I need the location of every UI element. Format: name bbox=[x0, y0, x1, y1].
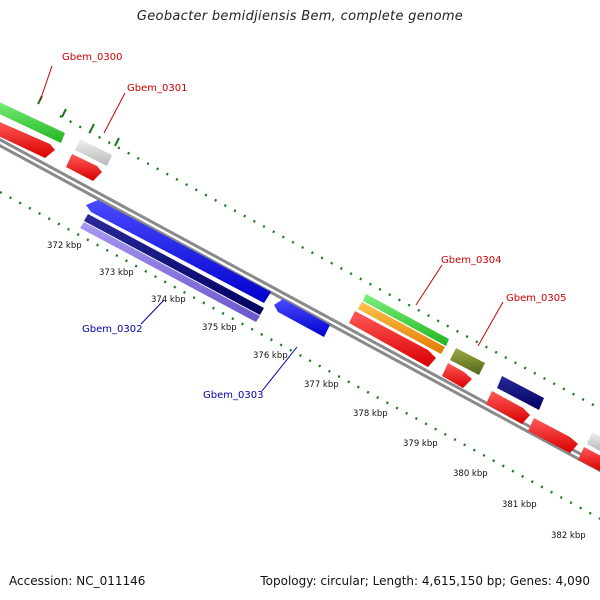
scale-label-382: 382 kbp bbox=[551, 531, 586, 541]
gene-label-gbem-0305[interactable]: Gbem_0305 bbox=[506, 293, 566, 304]
gene-gray-forward[interactable] bbox=[587, 432, 600, 451]
gene-label-gbem-0301[interactable]: Gbem_0301 bbox=[127, 83, 187, 94]
gene-red-forward-b[interactable] bbox=[528, 418, 578, 453]
gene-gbem-0302-blue[interactable] bbox=[86, 200, 271, 303]
gene-label-gbem-0300[interactable]: Gbem_0300 bbox=[62, 52, 122, 63]
gene-gbem-0302-lilac[interactable] bbox=[80, 222, 260, 322]
scale-label-380: 380 kbp bbox=[453, 469, 488, 479]
genome-backbone bbox=[0, 138, 600, 473]
gene-gbem-0302-navy[interactable] bbox=[84, 214, 264, 315]
gene-red-forward-a[interactable] bbox=[486, 391, 530, 424]
gene-label-gbem-0302[interactable]: Gbem_0302 bbox=[82, 324, 142, 335]
scale-label-377: 377 kbp bbox=[304, 380, 339, 390]
forward-genes bbox=[0, 100, 600, 471]
gene-red-forward-c[interactable] bbox=[578, 447, 600, 471]
reverse-tick-track bbox=[0, 190, 600, 520]
gene-gbem-0300-red[interactable] bbox=[0, 120, 55, 158]
scale-label-375: 375 kbp bbox=[202, 323, 237, 333]
scale-label-376: 376 kbp bbox=[253, 351, 288, 361]
scale-label-372: 372 kbp bbox=[47, 241, 82, 251]
gene-gbem-0303-blue[interactable] bbox=[274, 299, 330, 337]
gene-gbem-0305-red[interactable] bbox=[442, 363, 472, 388]
gene-gbem-0301-red[interactable] bbox=[66, 154, 102, 181]
gene-label-gbem-0304[interactable]: Gbem_0304 bbox=[441, 255, 501, 266]
gene-gbem-0300-green[interactable] bbox=[0, 100, 65, 143]
map-title: Geobacter bemidjiensis Bem, complete gen… bbox=[136, 9, 464, 24]
scale-label-378: 378 kbp bbox=[353, 409, 388, 419]
gene-gbem-0304-green[interactable] bbox=[363, 294, 449, 346]
gene-gbem-0304-orange[interactable] bbox=[358, 302, 445, 354]
accession-text: Accession: NC_011146 bbox=[9, 574, 146, 588]
gene-gbem-0301-gray[interactable] bbox=[75, 139, 112, 166]
gene-label-gbem-0303[interactable]: Gbem_0303 bbox=[203, 390, 263, 401]
reverse-genes bbox=[80, 200, 330, 337]
gene-gbem-0304-red[interactable] bbox=[349, 311, 436, 367]
genome-summary-text: Topology: circular; Length: 4,615,150 bp… bbox=[260, 574, 590, 588]
gene-navy-forward[interactable] bbox=[497, 376, 544, 410]
scale-label-381: 381 kbp bbox=[502, 500, 537, 510]
scale-label-374: 374 kbp bbox=[151, 295, 186, 305]
gene-labels: Gbem_0300 Gbem_0301 Gbem_0302 Gbem_0303 … bbox=[39, 52, 566, 401]
scale-label-373: 373 kbp bbox=[99, 268, 134, 278]
scale-labels: 372 kbp 373 kbp 374 kbp 375 kbp 376 kbp … bbox=[47, 241, 586, 541]
scale-label-379: 379 kbp bbox=[403, 439, 438, 449]
gene-gbem-0305-olive[interactable] bbox=[450, 348, 485, 375]
